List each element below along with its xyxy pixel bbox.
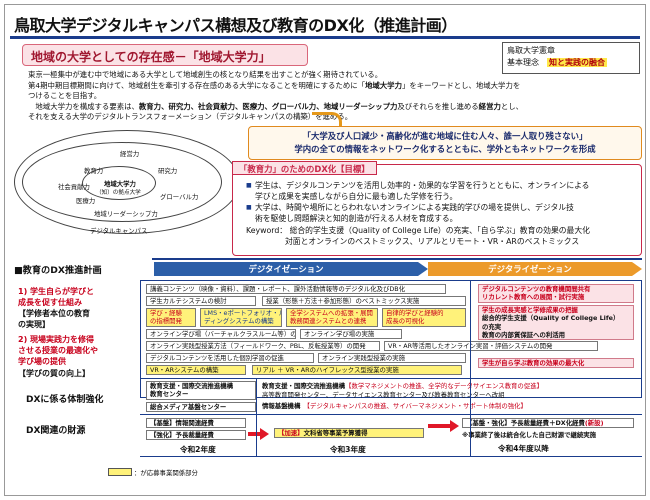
grid-col-1: [256, 378, 257, 456]
row-vr-ar-system: VR・ARシステムの構築: [146, 365, 246, 376]
intro-line-3: つけることを目指す。: [28, 91, 102, 101]
row-individual-learning: デジタルコンテンツを活用した個別学習の促進: [146, 353, 314, 364]
row-practical-method: オンライン実践型授業方法（フィールドワーク、PBL、反転授業等）の開発: [146, 341, 380, 352]
core-ellipse: [82, 166, 156, 200]
intro-line-5: それを支える大学のデジタルトランスフォーメーション（デジタルキャンパスの構築）を…: [28, 112, 353, 122]
intro-line-1: 東京一極集中が進む中で地域にある大学として地域創生の核となり結果を出すことが強く…: [28, 70, 383, 79]
goal-2-label: 2) 現場実践力を修得させる授業の最適化や学び場の提供: [18, 335, 98, 366]
row-student-support: 学生の成長実感と学修成果の把握総合的学生支援（Quality of Colleg…: [478, 305, 634, 340]
goal-keyword: Keyword： 総合的学生支援（Quality of College Life…: [246, 226, 590, 246]
ring-label-medical: 医療力: [76, 197, 96, 205]
charter-principle: 基本理念 知と実践の融合: [507, 58, 607, 67]
row-hyflex-class: リアル ＋ VR・ARのハイフレックス型授業の実施: [252, 365, 462, 376]
funding-label: DX関連の財源: [26, 426, 86, 436]
page-frame: [4, 4, 646, 496]
plan-header: ■教育のDX推進計画: [14, 265, 102, 276]
ring-label-research: 研究力: [158, 167, 178, 175]
vision-quote-line-1: 「大学及び人口減少・高齢化が進む地域に住む人々、誰一人取り残さない」: [302, 131, 588, 141]
funding-arrow-2-shaft: [428, 424, 452, 428]
funding-arrow-1-shaft: [248, 432, 262, 436]
vision-quote-box: 「大学及び人口減少・高齢化が進む地域に住む人々、誰一人取り残さない」 学内の全て…: [248, 126, 642, 160]
legend-text: ：が応募事業関係部分: [134, 469, 198, 477]
charter-title: 鳥取大学憲章: [507, 46, 555, 55]
system-media-center: 総合メディア基盤センター: [146, 402, 256, 413]
system-org-education: 教育支援・国際交流推進機構教育センター: [146, 381, 256, 400]
intro-line-2: 第4期中期目標期間に向けて、地域創生を牽引する存在感のある大学になることを明確に…: [28, 80, 521, 90]
ring-label-leadership: 地域リーダーシップ力: [94, 210, 158, 218]
funding-base: 【基盤】情報関連経費: [146, 418, 246, 429]
row-practical-class-run: オンライン実践型授業の実施: [318, 353, 466, 364]
grid-line-system: [140, 378, 642, 379]
goal-tab: 「教育力」のためのDX化【目標】: [232, 161, 377, 175]
campus-inner-ellipse: [22, 142, 222, 222]
intro-text: 東京一極集中が進む中で地域にある大学として地域創生の核となり結果を出すことが強く…: [28, 70, 632, 123]
system-reorg: 高等教育開発センター、データサイエンス教育センター及び教養教育センターへ改組: [262, 391, 505, 399]
funding-note: ※事業終了後は統合化した自己財源で継続実施: [462, 431, 597, 439]
phase-digitalization: デジタライゼーション: [428, 262, 642, 276]
year-r2: 令和2年度: [180, 445, 216, 454]
row-student-chart: 学生カルテシステムの検討: [146, 296, 256, 307]
plan-grid: [140, 280, 642, 398]
row-online-classroom-study: オンライン学び場（バーチャルクラスルーム等）の検討: [146, 329, 296, 340]
concept-banner: 地域の大学としての存在感－「地域大学力」: [22, 44, 308, 66]
funding-arrow-1-head: [260, 428, 269, 440]
charter-principle-value: 知と実践の融合: [547, 58, 607, 67]
row-autonomous-growth: 自律的学びと経験的成長の可視化: [382, 308, 466, 327]
row-system-extension: 全学システムへの拡張・展開教務関連システムとの連携: [286, 308, 378, 327]
year-r4: 令和4年度以降: [498, 444, 549, 453]
ring-label-global: グローバル力: [160, 193, 199, 201]
goal-2-sub: 【学びの質の向上】: [18, 369, 90, 378]
ring-label-digital-campus: デジタルキャンパス: [90, 227, 148, 235]
grid-line-funding: [140, 414, 642, 415]
row-content-sharing: デジタルコンテンツの教育機関間共有リカレント教育への展開・試行実施: [478, 284, 634, 303]
row-content-digitization: 講義コンテンツ（映像・資料）、課題・レポート、課外活動情報等のデジタル化及びDB…: [146, 284, 446, 295]
funding-accelerate: 【加速】文科省等事業予算獲得: [274, 428, 424, 439]
charter-box: 鳥取大学憲章 基本理念 知と実践の融合: [502, 42, 640, 74]
page-title: 鳥取大学デジタルキャンパス構想及び教育のDX化（推進計画）: [14, 16, 457, 35]
funding-arrow-2-head: [450, 420, 459, 432]
grid-line-bottom: [140, 456, 642, 457]
ring-label-center: 地域大学力: [104, 180, 136, 188]
row-online-classroom-run: オンライン学び場の実施: [300, 329, 402, 340]
row-learning-index: 学び・経験の指標開発: [146, 308, 196, 327]
goal-text: 学生は、デジタルコンテンツを活用し効率的・効果的な学習を行うとともに、オンライン…: [246, 180, 636, 247]
funding-strengthen: 【強化】予長裁量経費: [146, 430, 246, 441]
goal-bullet-student: 学生は、デジタルコンテンツを活用し効率的・効果的な学習を行うとともに、オンライン…: [246, 180, 636, 202]
row-vr-ar-dev: VR・AR等活用したオンライン実習・評価システムの開発: [384, 341, 598, 352]
intro-line-4: 地域大学力を構成する要素は、教育力、研究力、社会貢献力、医療力、グローバル力、地…: [35, 101, 524, 111]
year-r3: 令和3年度: [330, 445, 366, 454]
goal-1-sub: 【学修者本位の教育の実現】: [18, 309, 90, 329]
funding-dx-budget: 【基盤・強化】予長裁量経費＋DX化経費(新設): [462, 418, 634, 429]
title-rule: [10, 36, 640, 39]
ring-label-management: 経営力: [120, 150, 140, 158]
ring-label-center-sub: （知）の拠点大学: [96, 190, 141, 196]
row-self-learning-max: 学生が自ら学ぶ教育の効果の最大化: [478, 358, 634, 369]
row-class-mix: 授業（形態＋方法＋参加形態）のベストミックス実施: [262, 296, 466, 307]
system-info-base: 情報基盤機構 【デジタルキャンパスの推進、サイバーマネジメント・サポート体制の強…: [262, 402, 527, 410]
grid-col-2: [470, 280, 471, 456]
plan-rule: [152, 258, 642, 260]
flow-arrow: [312, 112, 342, 130]
legend-swatch: [108, 468, 132, 476]
row-lms-portfolio: LMS・eポートフォリオ・ルディングシステムの構築: [200, 308, 282, 327]
ring-label-education: 教育力: [84, 167, 104, 175]
ring-label-social: 社会貢献力: [58, 183, 90, 191]
system-label: DXに係る体制強化: [26, 395, 104, 405]
vision-quote-line-2: 学内の全ての情報をネットワーク化するとともに、学外ともネットワークを形成: [294, 144, 596, 154]
goal-bullet-university: 大学は、時間や場所にとらわれないオンラインによる実践的学びの場を提供し、デジタル…: [246, 202, 636, 224]
system-org-education-2: 教育支援・国際交流推進機構【数学マネジメントの推進、全学的なデータサイエンス教育…: [262, 382, 543, 390]
goal-1-label: 1) 学生自らが学びと成長を促す仕組み: [18, 287, 95, 307]
phase-digitization: デジタイゼーション: [154, 262, 428, 276]
